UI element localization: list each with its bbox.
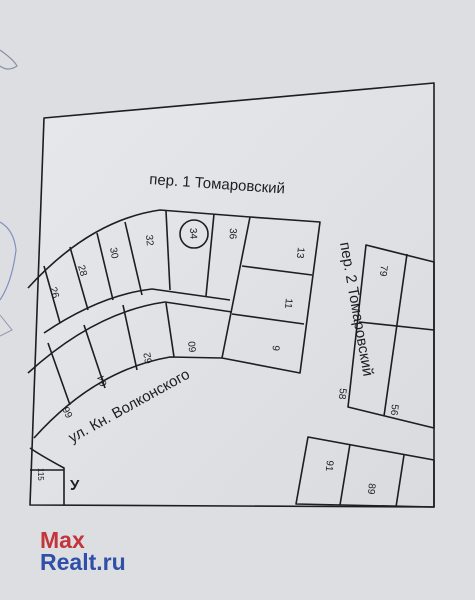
lot-number-36: 36	[227, 228, 238, 240]
plan-border	[29, 82, 435, 508]
watermark-realt: Realt	[40, 549, 97, 575]
lot-divider	[124, 221, 143, 296]
highlight-circle	[179, 219, 209, 249]
watermark-line-2: Realt.ru	[40, 551, 240, 574]
lot-divider	[47, 342, 71, 406]
lot-number-34: 34	[187, 228, 198, 240]
lot-number-62: 62	[142, 351, 155, 364]
lot-divider	[358, 321, 435, 331]
lot-divider	[83, 324, 106, 389]
lot-divider	[383, 253, 408, 417]
lot-divider	[241, 265, 313, 276]
stamp-mark	[0, 221, 17, 301]
lot-divider	[339, 443, 351, 506]
lot-number-13: 13	[294, 247, 306, 260]
lot-divider	[395, 454, 405, 508]
street-inner-arc	[33, 356, 223, 439]
block-79-58-56	[347, 244, 435, 429]
watermark-line-1: Max	[40, 529, 240, 552]
block-13-11-9	[221, 216, 321, 374]
lot-number-28: 28	[75, 264, 89, 278]
lot-number-11: 11	[282, 298, 294, 310]
street-outer-arc	[27, 301, 233, 374]
pen-scribble	[0, 314, 13, 337]
lot-number-60: 60	[187, 340, 199, 352]
lot-number-26: 26	[47, 286, 61, 300]
lot-number-66: 66	[61, 404, 76, 419]
watermark-tld: .ru	[96, 549, 126, 575]
lot-number-9: 9	[269, 345, 281, 352]
lots-inner-arc	[43, 288, 231, 334]
lot-number-56: 56	[388, 404, 400, 417]
lot-number-91: 91	[323, 460, 335, 473]
street-label-cut-off: У	[70, 477, 80, 494]
lot-number-30: 30	[107, 247, 120, 260]
block-115	[29, 447, 65, 505]
lot-number-58: 58	[336, 388, 348, 401]
pen-scribble	[0, 49, 18, 70]
lot-divider	[96, 232, 114, 301]
lot-divider	[69, 246, 89, 311]
lot-divider	[205, 213, 215, 297]
lot-divider	[43, 265, 61, 324]
lot-divider	[122, 304, 138, 371]
block-91-89	[295, 436, 435, 508]
lot-number-32: 32	[143, 234, 155, 246]
lot-number-89: 89	[365, 483, 377, 496]
lot-number-79: 79	[377, 265, 389, 278]
plan-sheet	[27, 82, 435, 508]
lot-divider	[165, 210, 171, 291]
lots-outer-arc	[27, 209, 251, 289]
lot-number-115: 115	[36, 468, 45, 481]
lot-divider	[231, 313, 305, 325]
watermark-max: Max	[40, 527, 85, 553]
lot-divider	[165, 302, 175, 358]
lot-number-64: 64	[96, 373, 110, 388]
